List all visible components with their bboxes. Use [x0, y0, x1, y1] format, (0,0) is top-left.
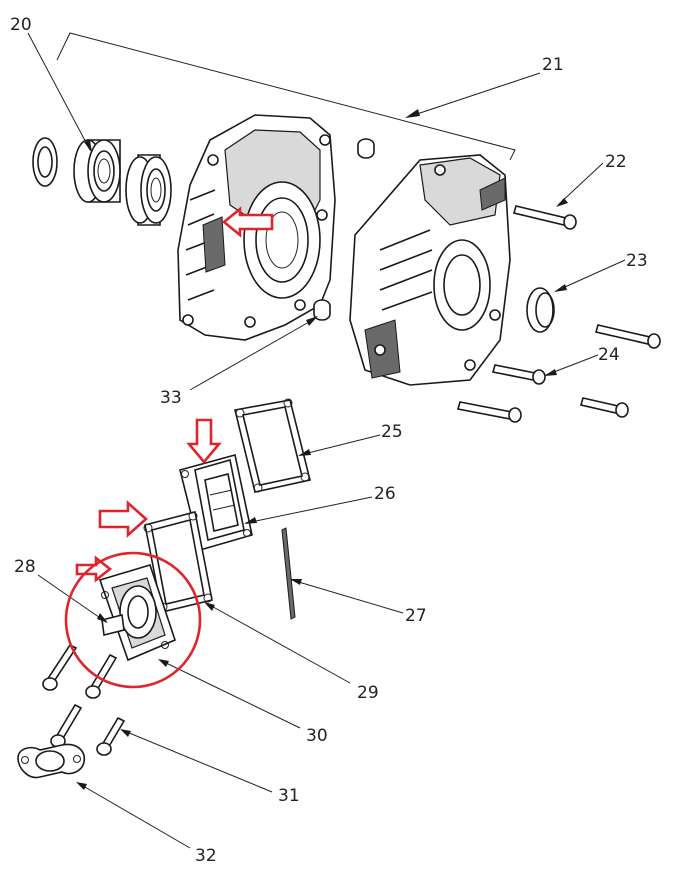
part-number-28: 28	[14, 557, 36, 577]
highlight-arrow-gasket	[98, 500, 148, 538]
bolt-24c	[456, 401, 522, 423]
part-number-labels: 20 21 22 23 24 25 26 27 28 29 30 31 32 3…	[10, 15, 648, 866]
part-number-20: 20	[10, 15, 32, 35]
bolt-22	[513, 205, 577, 230]
part-number-29: 29	[357, 683, 379, 703]
part-number-33: 33	[160, 388, 182, 408]
oil-seal-23	[526, 287, 555, 333]
bolt-31a	[42, 643, 78, 691]
part-number-24: 24	[598, 345, 620, 365]
reed-petal-27	[281, 527, 296, 620]
part-number-31: 31	[278, 786, 300, 806]
intake-manifold-30	[98, 564, 176, 662]
highlight-circle	[64, 551, 202, 689]
bolt-31b	[85, 653, 118, 699]
bolt-24a	[594, 324, 661, 349]
part-number-22: 22	[605, 152, 627, 172]
right-crankcase-half	[349, 154, 511, 386]
highlight-arrow-crankcase	[221, 206, 274, 238]
bolt-24b	[491, 364, 546, 385]
gasket-25	[234, 398, 311, 493]
bolt-31c	[50, 703, 83, 748]
group-bracket-21	[56, 32, 541, 161]
part-number-23: 23	[626, 251, 648, 271]
dowel-pin-upper	[357, 138, 375, 159]
part-number-21: 21	[542, 55, 564, 75]
bolt-24d	[579, 397, 629, 418]
bolt-31d	[96, 716, 126, 756]
bearing-set	[32, 137, 172, 226]
part-number-32: 32	[195, 846, 217, 866]
gasket-32	[17, 743, 86, 779]
part-number-30: 30	[306, 726, 328, 746]
part-number-27: 27	[405, 606, 427, 626]
dowel-pin-33	[313, 299, 331, 321]
part-number-25: 25	[381, 422, 403, 442]
part-number-26: 26	[374, 484, 396, 504]
highlight-arrow-reed-block	[186, 418, 222, 465]
